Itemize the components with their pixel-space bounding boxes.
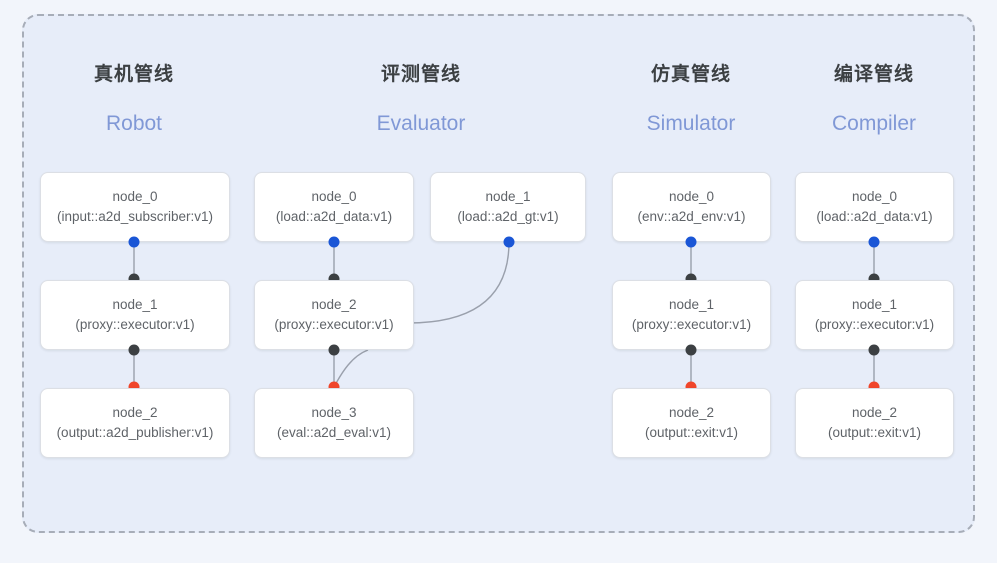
port-input-s1[interactable] bbox=[685, 273, 697, 285]
node-name: node_1 bbox=[851, 297, 898, 312]
port-input-r2[interactable] bbox=[128, 381, 140, 393]
node-name: node_0 bbox=[311, 189, 357, 204]
port-output-s1[interactable] bbox=[685, 344, 697, 356]
port-output-r1[interactable] bbox=[128, 344, 140, 356]
port-output-e1[interactable] bbox=[503, 236, 515, 248]
port-output-c1[interactable] bbox=[868, 344, 880, 356]
node-name: node_2 bbox=[668, 405, 715, 420]
node-type: (output::a2d_publisher:v1) bbox=[56, 425, 214, 440]
port-input-r1[interactable] bbox=[128, 273, 140, 285]
node-card-e1[interactable]: node_1 (load::a2d_gt:v1) bbox=[430, 172, 586, 242]
node-type: (proxy::executor:v1) bbox=[75, 317, 195, 332]
port-output-e2[interactable] bbox=[328, 344, 340, 356]
node-type: (load::a2d_data:v1) bbox=[816, 209, 933, 224]
node-name: node_1 bbox=[485, 189, 531, 204]
node-type: (env::a2d_env:v1) bbox=[637, 209, 746, 224]
node-type: (proxy::executor:v1) bbox=[814, 317, 935, 332]
node-type: (proxy::executor:v1) bbox=[631, 317, 752, 332]
node-type: (output::exit:v1) bbox=[644, 425, 739, 440]
node-type: (input::a2d_subscriber:v1) bbox=[56, 209, 214, 224]
node-card-r2[interactable]: node_2 (output::a2d_publisher:v1) bbox=[40, 388, 230, 458]
port-output-s0[interactable] bbox=[685, 236, 697, 248]
node-type: (output::exit:v1) bbox=[827, 425, 922, 440]
node-name: node_2 bbox=[311, 297, 357, 312]
node-card-e2[interactable]: node_2 (proxy::executor:v1) bbox=[254, 280, 414, 350]
port-input-e3[interactable] bbox=[328, 381, 340, 393]
node-card-r0[interactable]: node_0 (input::a2d_subscriber:v1) bbox=[40, 172, 230, 242]
port-output-e0[interactable] bbox=[328, 236, 340, 248]
node-name: node_0 bbox=[112, 189, 158, 204]
node-card-e0[interactable]: node_0 (load::a2d_data:v1) bbox=[254, 172, 414, 242]
node-card-c1[interactable]: node_1 (proxy::executor:v1) bbox=[795, 280, 954, 350]
node-name: node_0 bbox=[668, 189, 715, 204]
port-input-c2[interactable] bbox=[868, 381, 880, 393]
node-name: node_2 bbox=[851, 405, 898, 420]
port-input-c1[interactable] bbox=[868, 273, 880, 285]
node-type: (load::a2d_gt:v1) bbox=[457, 209, 559, 224]
node-name: node_0 bbox=[851, 189, 898, 204]
node-card-r1[interactable]: node_1 (proxy::executor:v1) bbox=[40, 280, 230, 350]
node-name: node_3 bbox=[311, 405, 357, 420]
node-name: node_2 bbox=[112, 405, 158, 420]
node-card-s2[interactable]: node_2 (output::exit:v1) bbox=[612, 388, 771, 458]
node-name: node_1 bbox=[112, 297, 158, 312]
node-type: (proxy::executor:v1) bbox=[274, 317, 394, 332]
node-card-s1[interactable]: node_1 (proxy::executor:v1) bbox=[612, 280, 771, 350]
port-output-c0[interactable] bbox=[868, 236, 880, 248]
node-type: (load::a2d_data:v1) bbox=[275, 209, 393, 224]
port-input-e2[interactable] bbox=[328, 273, 340, 285]
port-output-r0[interactable] bbox=[128, 236, 140, 248]
port-input-s2[interactable] bbox=[685, 381, 697, 393]
node-card-c2[interactable]: node_2 (output::exit:v1) bbox=[795, 388, 954, 458]
node-name: node_1 bbox=[668, 297, 715, 312]
node-type: (eval::a2d_eval:v1) bbox=[276, 425, 392, 440]
node-card-e3[interactable]: node_3 (eval::a2d_eval:v1) bbox=[254, 388, 414, 458]
node-card-s0[interactable]: node_0 (env::a2d_env:v1) bbox=[612, 172, 771, 242]
node-card-c0[interactable]: node_0 (load::a2d_data:v1) bbox=[795, 172, 954, 242]
